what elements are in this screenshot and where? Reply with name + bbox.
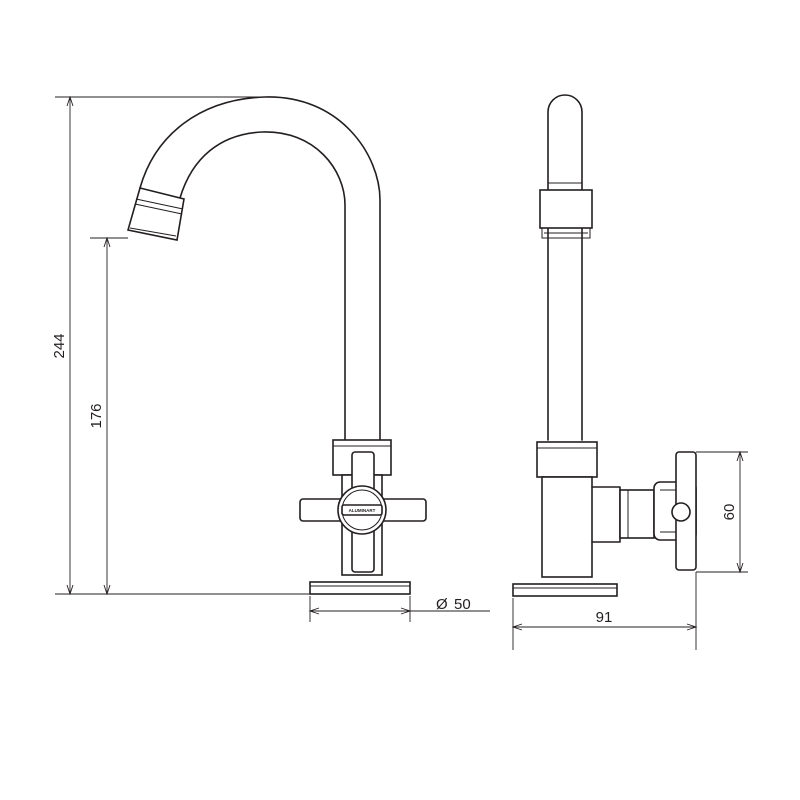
side-spout-tube xyxy=(547,94,583,441)
dim-diameter-symbol: Ø xyxy=(436,596,448,613)
side-handle xyxy=(653,451,697,571)
side-stem xyxy=(591,486,621,543)
spout-inner xyxy=(179,131,346,441)
side-base-plate xyxy=(512,583,618,597)
dim-depth: 91 xyxy=(596,609,613,626)
dim-spout-height: 176 xyxy=(88,403,105,428)
side-lower-body xyxy=(541,476,593,578)
side-view xyxy=(512,94,697,597)
brand-mark: ALUMINART xyxy=(349,508,376,513)
front-view: ALUMINART xyxy=(126,96,427,595)
dimension-lines: 244 176 Ø 50 91 60 xyxy=(51,95,748,650)
dim-handle-height: 60 xyxy=(721,504,738,521)
dim-base-diameter: 50 xyxy=(454,596,471,613)
cross-handle: ALUMINART xyxy=(299,451,427,573)
spout-outer xyxy=(139,96,381,441)
aerator xyxy=(126,187,185,241)
dim-total-height: 244 xyxy=(51,333,68,358)
side-aerator xyxy=(539,189,593,239)
brand-plate xyxy=(341,504,383,516)
base-plate xyxy=(309,581,411,595)
side-body-collar xyxy=(536,441,598,478)
